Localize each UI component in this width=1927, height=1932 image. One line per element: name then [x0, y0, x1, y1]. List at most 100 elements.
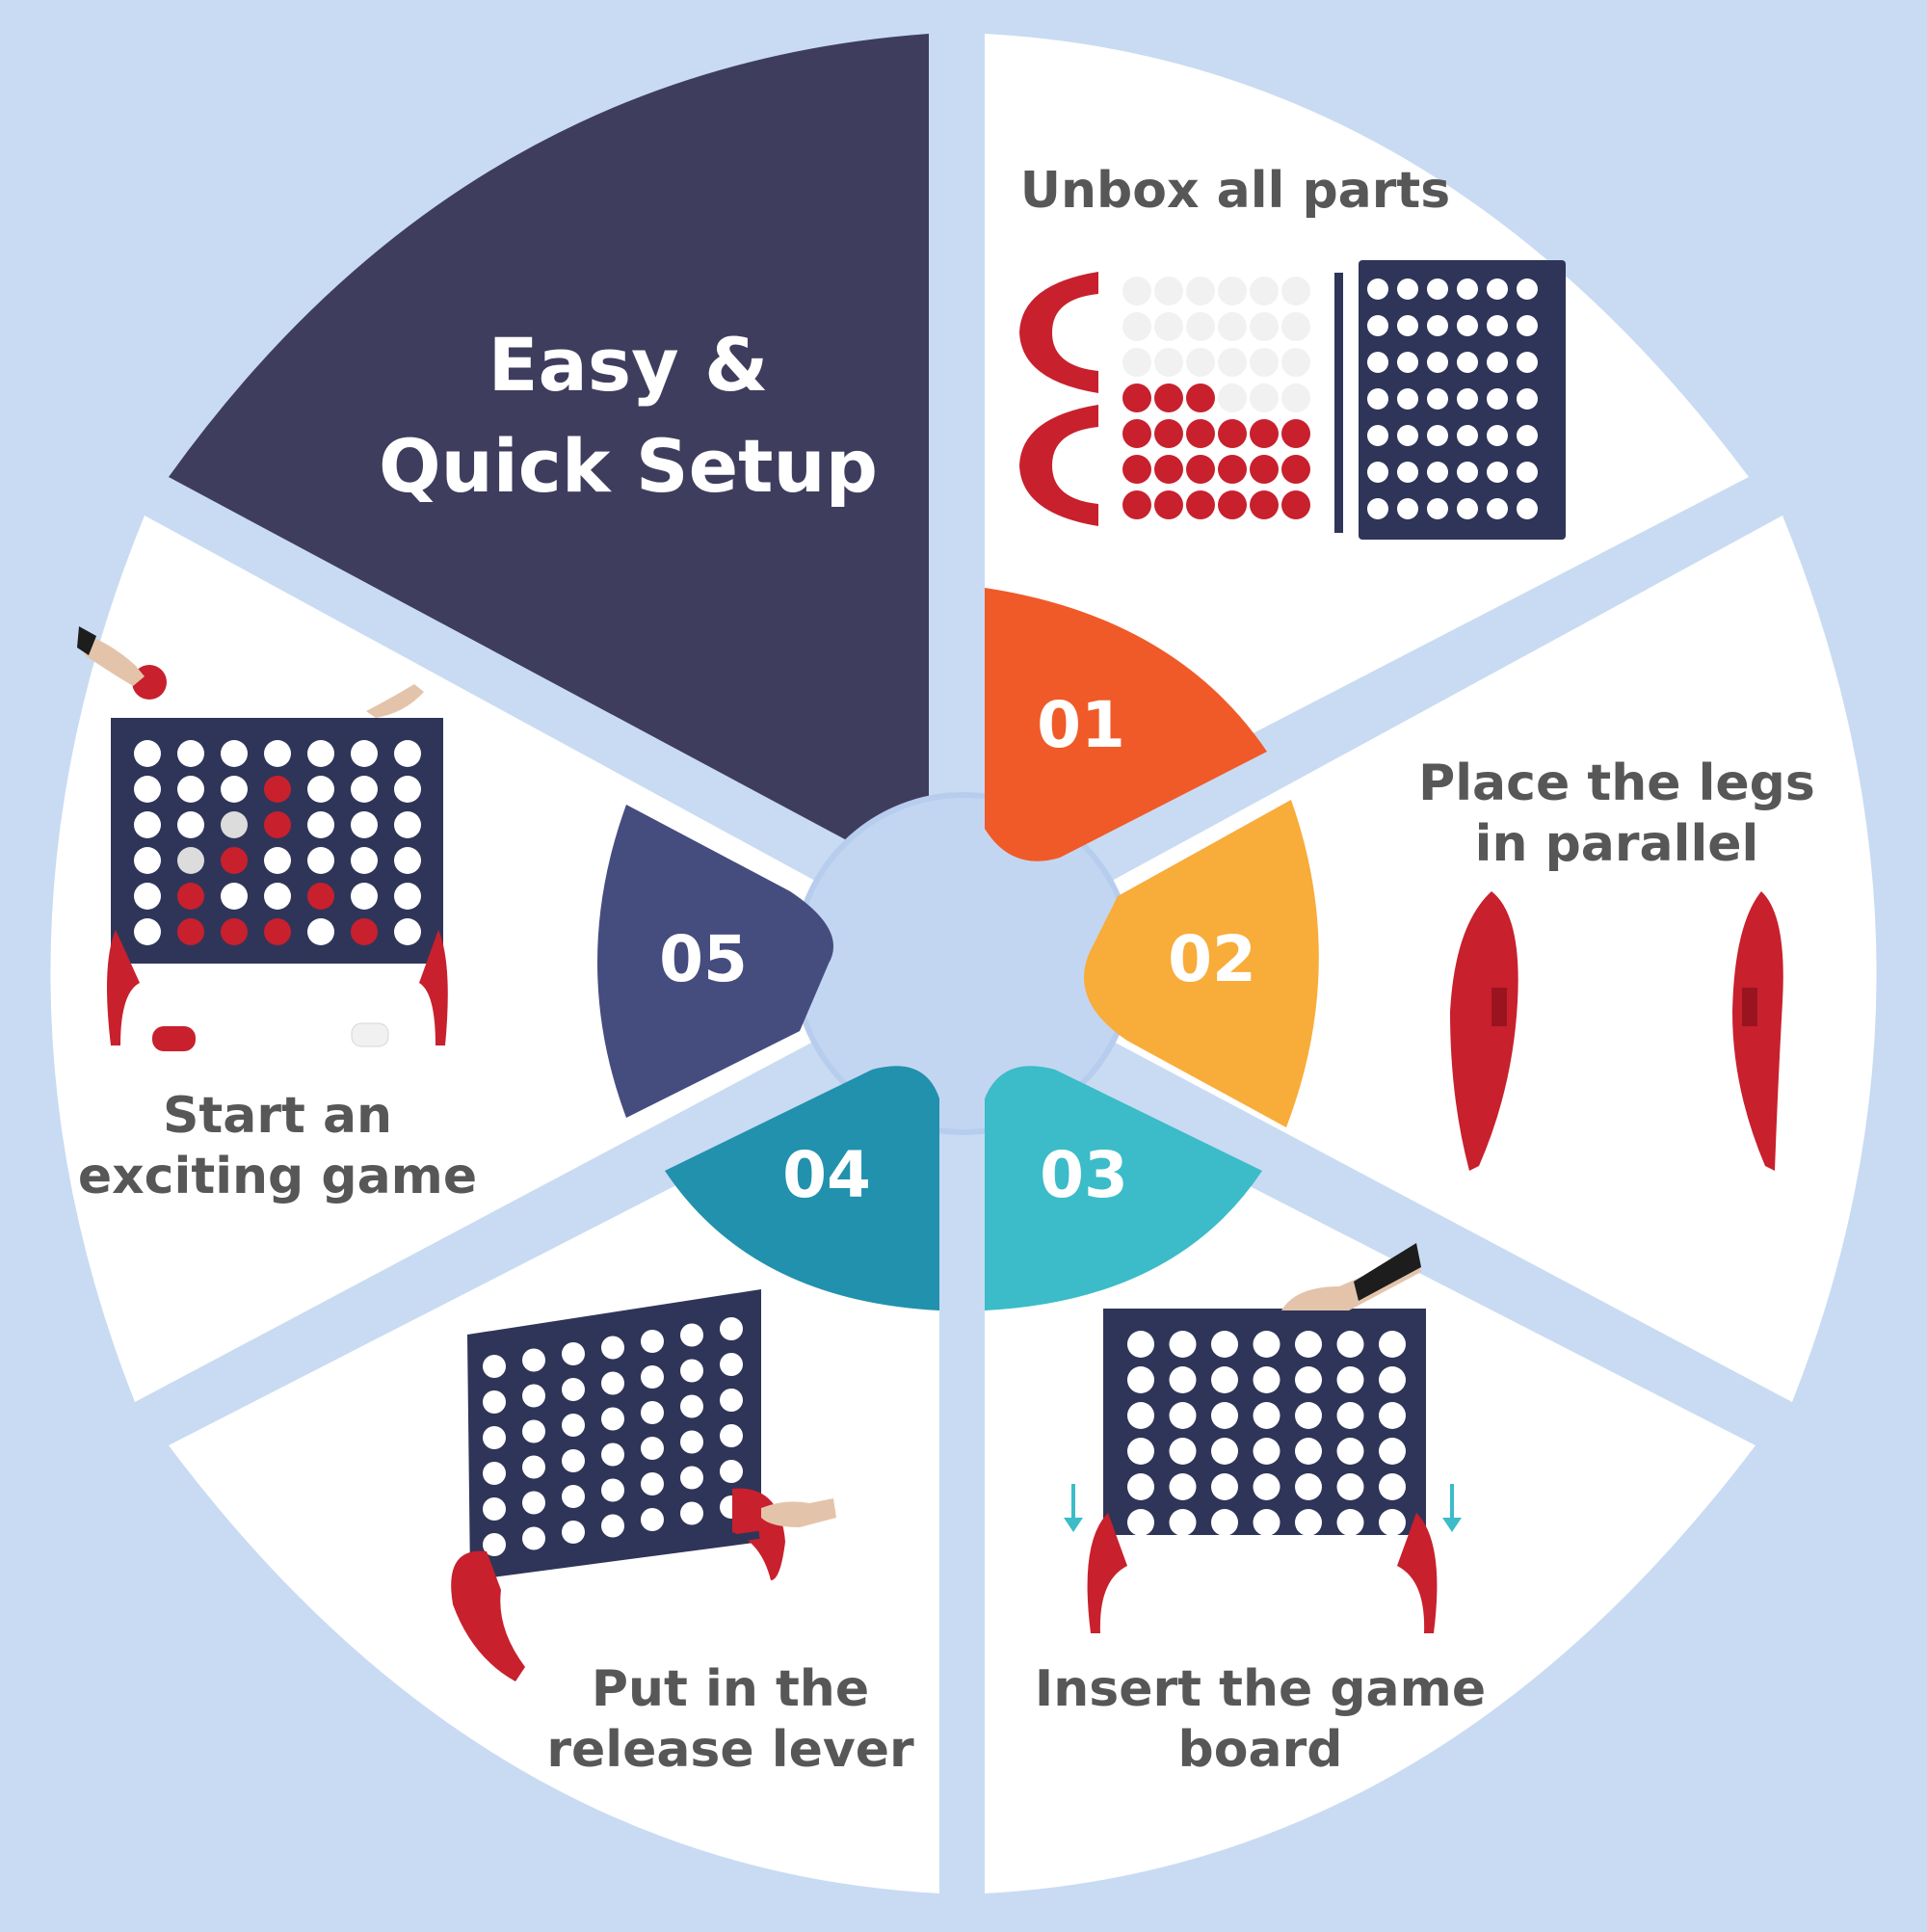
board-hole — [1253, 1438, 1280, 1465]
board-holes — [1127, 1331, 1406, 1536]
left-leg — [1450, 891, 1518, 1171]
white-piece — [1250, 277, 1279, 305]
red-piece — [264, 776, 291, 803]
board-hole — [1487, 352, 1508, 373]
title-panel — [169, 34, 929, 860]
board-hole — [221, 883, 248, 910]
parallel-legs-illustration — [1450, 891, 1783, 1171]
board-hole — [394, 918, 421, 945]
board-hole — [264, 740, 291, 767]
board-hole — [483, 1355, 506, 1378]
game-pieces — [1122, 277, 1310, 519]
board-hole — [1517, 462, 1538, 483]
release-lever-bar — [511, 1530, 760, 1574]
board-hole — [394, 847, 421, 874]
board-hole — [1487, 462, 1508, 483]
white-piece — [1218, 348, 1247, 377]
release-lever-illustration — [451, 1289, 836, 1681]
red-piece — [1250, 419, 1279, 448]
badge-step-4 — [665, 1066, 939, 1310]
board-hole — [680, 1394, 703, 1418]
board-hole — [1367, 462, 1388, 483]
board-hole — [680, 1501, 703, 1525]
red-piece — [1154, 490, 1183, 519]
board-hole — [1517, 278, 1538, 300]
step-1-number: 01 — [1037, 688, 1125, 762]
board-hole — [522, 1455, 545, 1479]
white-piece — [1281, 348, 1310, 377]
board-hole — [307, 740, 334, 767]
step-4-label-line-1: Put in the — [592, 1660, 869, 1718]
white-piece — [1154, 348, 1183, 377]
unboxed-parts-illustration — [1019, 260, 1566, 540]
board-hole — [1457, 462, 1478, 483]
board-hole — [1169, 1438, 1197, 1465]
board-hole — [351, 883, 378, 910]
white-piece — [1122, 348, 1151, 377]
insert-board-illustration — [1064, 1243, 1462, 1633]
board-hole — [1169, 1402, 1197, 1429]
board-hole — [601, 1407, 624, 1431]
board-hole — [1295, 1366, 1322, 1393]
step-3-label-line-2: board — [1178, 1721, 1343, 1779]
right-leg — [1732, 891, 1783, 1171]
board-hole — [562, 1521, 585, 1544]
board-hole — [641, 1365, 664, 1389]
board-hole — [1379, 1331, 1406, 1358]
board-hole — [307, 811, 334, 838]
badge-step-3 — [985, 1066, 1262, 1310]
board-hole — [1336, 1509, 1364, 1536]
board-hole — [1457, 315, 1478, 336]
board-hole — [1295, 1402, 1322, 1429]
board-hole — [1487, 388, 1508, 410]
board-hole — [1487, 425, 1508, 446]
hand-icon — [366, 684, 424, 718]
board-hole — [134, 811, 161, 838]
board-hole — [601, 1478, 624, 1502]
leg-part-icon — [1019, 272, 1098, 393]
red-piece — [1281, 455, 1310, 484]
board-hole — [1127, 1402, 1154, 1429]
white-piece — [1218, 384, 1247, 412]
board-hole — [1336, 1473, 1364, 1500]
red-piece — [1122, 490, 1151, 519]
board-hole — [562, 1485, 585, 1508]
board-hole — [351, 776, 378, 803]
board-hole — [1211, 1331, 1238, 1358]
board-holes — [483, 1317, 743, 1556]
board-hole — [1517, 315, 1538, 336]
board-hole — [1295, 1438, 1322, 1465]
sleeve-icon — [77, 626, 96, 655]
board-hole — [1427, 315, 1448, 336]
step-2-label-line-2: in parallel — [1475, 815, 1759, 873]
white-piece — [1186, 312, 1215, 341]
board-hole — [1517, 388, 1538, 410]
step-5-number: 05 — [659, 922, 748, 996]
board-hole — [601, 1371, 624, 1395]
red-piece — [351, 918, 378, 945]
board-hole — [522, 1348, 545, 1372]
red-piece — [1218, 419, 1247, 448]
board-hole — [134, 740, 161, 767]
red-piece — [1186, 384, 1215, 412]
board-hole — [1397, 388, 1418, 410]
arrow-down-icon — [1442, 1484, 1462, 1532]
red-piece — [1154, 384, 1183, 412]
white-piece-stack — [351, 1022, 389, 1047]
board-hole — [1517, 352, 1538, 373]
board-hole — [1367, 315, 1388, 336]
board-hole — [522, 1491, 545, 1515]
board-hole — [1457, 425, 1478, 446]
board-hole — [522, 1526, 545, 1550]
board-hole — [1295, 1509, 1322, 1536]
board-hole — [680, 1323, 703, 1347]
board-hole — [1397, 498, 1418, 519]
white-piece — [1154, 277, 1183, 305]
board-hole — [1295, 1331, 1322, 1358]
right-leg-slot — [1742, 988, 1757, 1026]
white-piece — [177, 847, 204, 874]
board-hole — [483, 1533, 506, 1556]
board-hole — [601, 1514, 624, 1538]
board-hole — [1336, 1402, 1364, 1429]
